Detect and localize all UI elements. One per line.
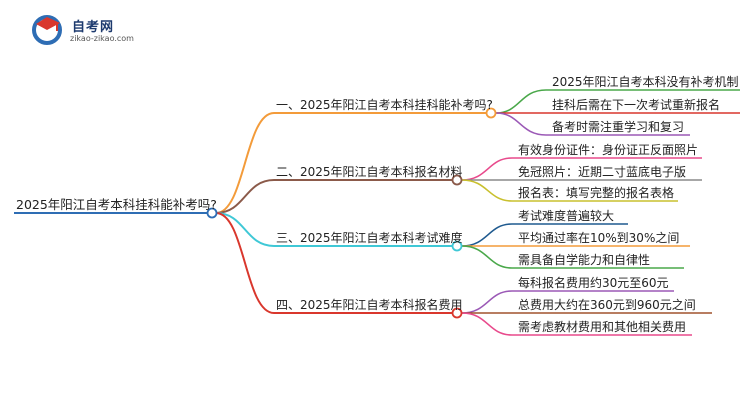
leaf-label-1-2: 挂科后需在下一次考试重新报名 — [552, 98, 721, 112]
branch-label-1: 一、2025年阳江自考本科挂科能补考吗? — [276, 98, 493, 112]
leaf-label-2-2: 免冠照片：近期二寸蓝底电子版 — [518, 165, 687, 179]
leaf-connector-1-3 — [495, 112, 690, 136]
leaf-connector-4-3 — [461, 312, 692, 336]
branch-node-2 — [451, 174, 463, 186]
branch-node-1 — [485, 107, 497, 119]
root-topic-label: 2025年阳江自考本科挂科能补考吗? — [16, 197, 217, 212]
branch-connector-3 — [215, 212, 453, 247]
branch-node-3 — [451, 240, 463, 252]
branch-node-4 — [451, 307, 463, 319]
root-node — [206, 207, 218, 219]
leaf-label-3-2: 平均通过率在10%到30%之间 — [518, 231, 680, 245]
graduation-cap-icon — [32, 15, 62, 45]
leaf-connector-2-3 — [461, 179, 678, 202]
branch-label-3: 三、2025年阳江自考本科考试难度 — [276, 231, 463, 245]
branch-label-4: 四、2025年阳江自考本科报名费用 — [276, 298, 463, 312]
leaf-label-2-1: 有效身份证件：身份证正反面照片 — [518, 143, 699, 157]
leaf-connector-3-3 — [461, 245, 684, 269]
leaf-label-4-3: 需考虑教材费用和其他相关费用 — [518, 320, 687, 334]
leaf-label-3-1: 考试难度普遍较大 — [518, 209, 615, 223]
brand-logo: 自考网 zikao-zikao.com — [30, 12, 140, 52]
leaf-label-3-3: 需具备自学能力和自律性 — [518, 253, 651, 267]
branch-connector-1 — [215, 112, 487, 214]
leaf-label-4-2: 总费用大约在360元到960元之间 — [518, 298, 696, 312]
leaf-label-2-3: 报名表：填写完整的报名表格 — [518, 186, 675, 200]
branch-connector-2 — [215, 179, 453, 214]
branch-label-2: 二、2025年阳江自考本科报名材料 — [276, 165, 463, 179]
brand-name: 自考网 — [72, 20, 115, 35]
branch-connector-4 — [215, 212, 453, 314]
leaf-label-4-1: 每科报名费用约30元至60元 — [518, 276, 669, 290]
leaf-label-1-3: 备考时需注重学习和复习 — [552, 120, 685, 134]
brand-url: zikao-zikao.com — [70, 34, 134, 43]
leaf-label-1-1: 2025年阳江自考本科没有补考机制 — [552, 75, 739, 89]
